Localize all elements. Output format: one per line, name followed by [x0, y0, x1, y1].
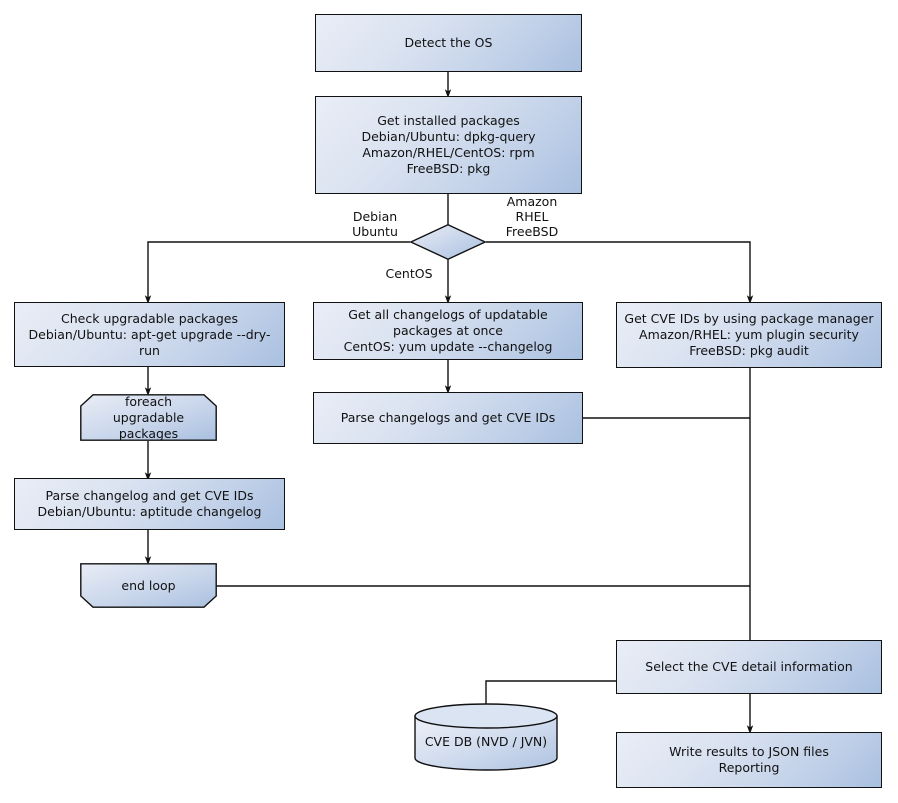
node-parse-changelogs-get-cve-ids[interactable]: Parse changelogs and get CVE IDs	[313, 392, 583, 444]
edge-decision-to-pkgmgr	[486, 241, 754, 305]
node-write-results-label: Write results to JSON files Reporting	[669, 744, 829, 775]
node-get-installed-packages[interactable]: Get installed packages Debian/Ubuntu: dp…	[315, 96, 582, 194]
node-get-all-changelogs[interactable]: Get all changelogs of updatable packages…	[313, 302, 583, 360]
edge-label-debian-ubuntu: Debian Ubuntu	[352, 209, 398, 239]
node-parse-changelog-get-cve-ids-label: Parse changelog and get CVE IDs Debian/U…	[37, 488, 262, 519]
node-parse-changelog-get-cve-ids[interactable]: Parse changelog and get CVE IDs Debian/U…	[14, 478, 285, 530]
node-write-results[interactable]: Write results to JSON files Reporting	[616, 732, 882, 788]
node-get-installed-packages-label: Get installed packages Debian/Ubuntu: dp…	[361, 113, 536, 176]
node-cve-database[interactable]: CVE DB (NVD / JVN)	[414, 703, 558, 771]
node-check-upgradable-packages-label: Check upgradable packages Debian/Ubuntu:…	[28, 310, 271, 358]
node-os-decision[interactable]	[410, 224, 486, 260]
edge-decision-to-check-upgradable	[144, 241, 410, 305]
node-end-loop[interactable]: end loop	[80, 563, 217, 608]
node-detect-os-label: Detect the OS	[404, 35, 493, 50]
node-select-cve-detail[interactable]: Select the CVE detail information	[616, 640, 882, 694]
node-parse-changelogs-get-cve-ids-label: Parse changelogs and get CVE IDs	[340, 410, 556, 425]
node-foreach-loop-start-label: foreach upgradable packages	[112, 393, 185, 441]
node-select-cve-detail-label: Select the CVE detail information	[645, 659, 853, 674]
node-check-upgradable-packages[interactable]: Check upgradable packages Debian/Ubuntu:…	[14, 302, 285, 367]
node-end-loop-label: end loop	[121, 577, 176, 593]
loop-end-shape	[80, 563, 217, 608]
decision-diamond-shape	[410, 224, 486, 260]
node-cve-database-label: CVE DB (NVD / JVN)	[424, 733, 548, 749]
node-get-cve-ids-package-manager-label: Get CVE IDs by using package manager Ama…	[624, 311, 874, 358]
loop-start-shape	[80, 394, 217, 441]
node-get-all-changelogs-label: Get all changelogs of updatable packages…	[343, 307, 553, 354]
node-get-cve-ids-package-manager[interactable]: Get CVE IDs by using package manager Ama…	[616, 302, 882, 368]
node-foreach-loop-start[interactable]: foreach upgradable packages	[80, 394, 217, 441]
edge-label-centos: CentOS	[385, 266, 433, 281]
node-detect-os[interactable]: Detect the OS	[315, 14, 582, 72]
edge-label-amazon-rhel-freebsd: Amazon RHEL FreeBSD	[505, 194, 559, 239]
